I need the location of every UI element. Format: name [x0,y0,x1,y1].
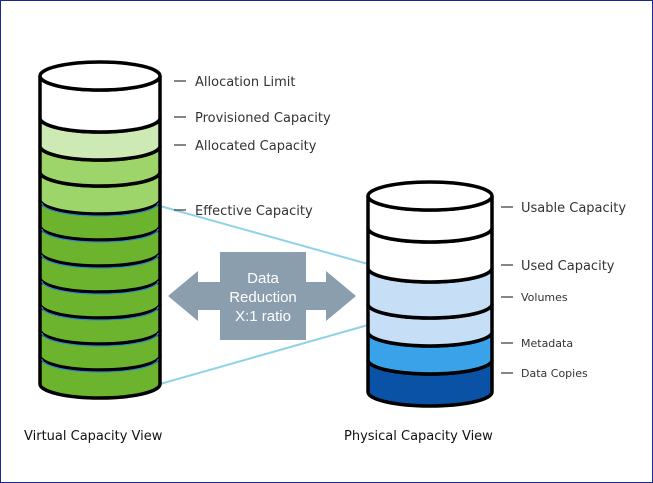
connector-top-line [159,205,369,265]
label-metadata: Metadata [521,337,573,350]
reduction-line-2: Reduction [229,289,297,306]
reduction-line-3: X:1 ratio [235,308,291,325]
connector-lines [159,205,369,385]
connector-bottom-line [159,324,369,385]
virtual-label-ticks [174,80,186,211]
arrow-center-box [220,252,306,340]
label-provisioned-capacity: Provisioned Capacity [195,111,331,126]
label-data-copies: Data Copies [521,367,588,380]
data-reduction-arrow [168,252,356,340]
virtual-segment-accents [41,202,159,373]
label-effective-capacity: Effective Capacity [195,204,313,219]
virtual-capacity-cylinder [38,60,162,400]
label-allocation-limit: Allocation Limit [195,75,295,90]
arrow-left-head [168,271,222,321]
label-used-capacity: Used Capacity [521,259,615,274]
physical-capacity-caption: Physical Capacity View [344,429,493,444]
virtual-capacity-caption: Virtual Capacity View [24,429,163,444]
physical-cylinder-top [366,180,494,212]
arrow-right-head [304,271,356,321]
physical-label-ticks [501,206,513,374]
reduction-line-1: Data [247,270,279,287]
label-usable-capacity: Usable Capacity [521,201,626,216]
label-volumes: Volumes [521,291,568,304]
label-allocated-capacity: Allocated Capacity [195,139,317,154]
virtual-cylinder-top [38,60,162,92]
physical-capacity-cylinder [366,180,494,408]
